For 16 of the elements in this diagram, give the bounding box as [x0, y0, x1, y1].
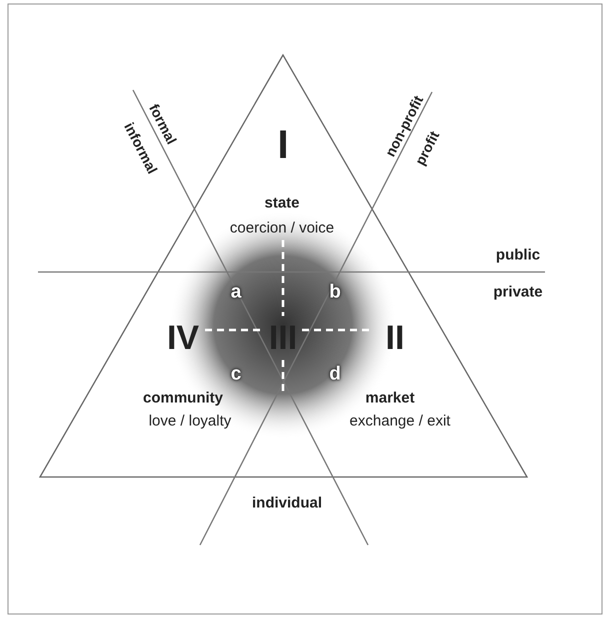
- region-numeral: IV: [166, 321, 200, 355]
- axis-label: private: [493, 284, 543, 300]
- subregion-letter: c: [230, 364, 242, 384]
- subregion-letter: b: [329, 282, 341, 302]
- sector-name: community: [143, 390, 223, 406]
- subregion-letter: d: [329, 364, 341, 384]
- sector-mechanism: love / loyalty: [148, 414, 232, 428]
- region-numeral: I: [277, 125, 289, 165]
- sector-mechanism: exchange / exit: [350, 414, 450, 428]
- sector-mechanism: coercion / voice: [230, 220, 334, 236]
- sector-name: market: [365, 390, 415, 406]
- sector-name: state: [264, 196, 300, 210]
- region-numeral: II: [386, 321, 404, 355]
- axis-label: individual: [252, 496, 322, 510]
- subregion-letter: a: [230, 282, 242, 302]
- axis-label: public: [496, 248, 540, 262]
